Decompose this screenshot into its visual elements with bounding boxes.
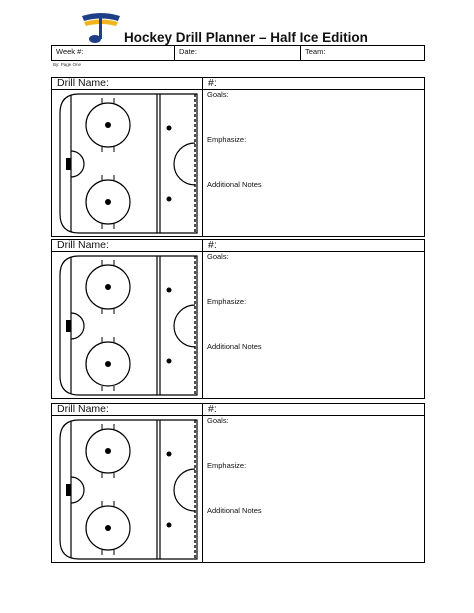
- neutral-dot: [166, 196, 172, 202]
- additional-notes-label[interactable]: Additional Notes: [207, 342, 262, 351]
- rink-boards: [59, 93, 198, 234]
- goal-crease: [70, 150, 85, 178]
- byline: By: Page One: [53, 62, 82, 67]
- faceoff-dot: [105, 361, 111, 367]
- faceoff-circle: [85, 428, 131, 474]
- drill-number-label[interactable]: #:: [208, 239, 217, 251]
- faceoff-circle: [85, 102, 131, 148]
- goals-label[interactable]: Goals:: [207, 252, 229, 261]
- drill-name-label[interactable]: Drill Name:: [57, 403, 109, 415]
- drill-name-label[interactable]: Drill Name:: [57, 239, 109, 251]
- week-label: Week #:: [56, 47, 84, 56]
- neutral-dot: [166, 451, 172, 457]
- neutral-dot: [166, 125, 172, 131]
- half-ice-rink-diagram[interactable]: [57, 253, 200, 398]
- goal-crease: [70, 312, 85, 340]
- additional-notes-label[interactable]: Additional Notes: [207, 180, 262, 189]
- faceoff-dot: [105, 284, 111, 290]
- neutral-dot: [166, 358, 172, 364]
- team-field[interactable]: Team:: [301, 46, 424, 60]
- faceoff-circle: [85, 505, 131, 551]
- team-label: Team:: [305, 47, 326, 56]
- faceoff-circle: [85, 264, 131, 310]
- goal-net: [66, 158, 71, 170]
- goal-net: [66, 320, 71, 332]
- drill-number-label[interactable]: #:: [208, 403, 217, 415]
- drill-section-1: Drill Name: #: Goals: Emphasize: Additio…: [51, 77, 425, 237]
- neutral-dot: [166, 522, 172, 528]
- drill-section-3: Drill Name: #: Goals: Emphasize: Additio…: [51, 403, 425, 563]
- center-circle-arc: [173, 304, 196, 348]
- faceoff-dot: [105, 525, 111, 531]
- date-label: Date:: [179, 47, 197, 56]
- drill-name-bar: [52, 78, 424, 90]
- rink-boards: [59, 419, 198, 560]
- blue-note-logo-icon: [82, 13, 120, 43]
- faceoff-dot: [105, 122, 111, 128]
- drill-name-bar: [52, 240, 424, 252]
- faceoff-dot: [105, 448, 111, 454]
- rink-boards: [59, 255, 198, 396]
- faceoff-dot: [105, 199, 111, 205]
- date-field[interactable]: Date:: [175, 46, 300, 60]
- emphasize-label[interactable]: Emphasize:: [207, 297, 247, 306]
- goal-net: [66, 484, 71, 496]
- emphasize-label[interactable]: Emphasize:: [207, 135, 247, 144]
- half-ice-rink-diagram[interactable]: [57, 91, 200, 236]
- additional-notes-label[interactable]: Additional Notes: [207, 506, 262, 515]
- half-ice-rink-diagram[interactable]: [57, 417, 200, 562]
- goal-crease: [70, 476, 85, 504]
- neutral-dot: [166, 287, 172, 293]
- center-circle-arc: [173, 142, 196, 186]
- header-row: Week #: Date: Team:: [51, 45, 425, 61]
- center-circle-arc: [173, 468, 196, 512]
- faceoff-circle: [85, 341, 131, 387]
- page-title: Hockey Drill Planner – Half Ice Edition: [124, 30, 368, 45]
- faceoff-circle: [85, 179, 131, 225]
- week-field[interactable]: Week #:: [52, 46, 174, 60]
- emphasize-label[interactable]: Emphasize:: [207, 461, 247, 470]
- drill-number-label[interactable]: #:: [208, 77, 217, 89]
- drill-section-2: Drill Name: #: Goals: Emphasize: Additio…: [51, 239, 425, 399]
- goals-label[interactable]: Goals:: [207, 90, 229, 99]
- drill-name-bar: [52, 404, 424, 416]
- drill-name-label[interactable]: Drill Name:: [57, 77, 109, 89]
- goals-label[interactable]: Goals:: [207, 416, 229, 425]
